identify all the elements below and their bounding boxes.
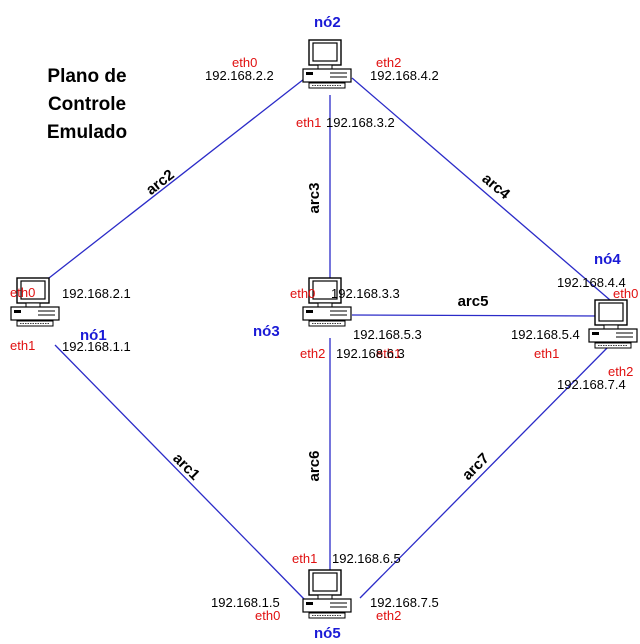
computer-icon-no2: [302, 39, 352, 89]
node-label-no3: nó3: [253, 323, 280, 340]
iface-no4-eth1: eth1: [534, 346, 559, 361]
iface-no3-eth0: eth0: [290, 286, 315, 301]
ip-no4-eth0: 192.168.4.4: [557, 275, 626, 290]
links: [39, 71, 611, 601]
ip-addresses: 192.168.2.1 192.168.1.1 192.168.2.2 192.…: [62, 68, 626, 610]
iface-no2-eth2: eth2: [376, 55, 401, 70]
arc-label-arc1: arc1: [169, 450, 203, 484]
ip-no3-eth2: 192.168.6.3: [336, 346, 405, 361]
ip-no5-eth0: 192.168.1.5: [211, 595, 280, 610]
arc-label-arc3: arc3: [306, 183, 323, 214]
iface-no3-eth1: eth1: [376, 346, 401, 361]
arc-label-arc4: arc4: [479, 170, 514, 203]
iface-no3-eth2: eth2: [300, 346, 325, 361]
ip-no1-eth0: 192.168.2.1: [62, 286, 131, 301]
ip-no5-eth2: 192.168.7.5: [370, 595, 439, 610]
iface-no4-eth2: eth2: [608, 364, 633, 379]
diagram-title: Plano de Controle Emulado: [47, 66, 127, 143]
iface-no2-eth0: eth0: [232, 55, 257, 70]
iface-no5-eth1: eth1: [292, 551, 317, 566]
computer-icon-no5: [302, 569, 352, 619]
title-line-3: Emulado: [47, 122, 127, 143]
node-label-no4: nó4: [594, 251, 621, 268]
link-arc1: [54, 344, 306, 601]
arc-label-arc7: arc7: [459, 450, 493, 484]
link-arc7: [359, 344, 611, 599]
node-label-no1: nó1: [80, 327, 107, 344]
link-arc4: [351, 77, 611, 301]
title-line-1: Plano de: [47, 66, 126, 87]
title-line-2: Controle: [48, 94, 126, 115]
arc-label-arc5: arc5: [458, 293, 489, 310]
link-arc2: [39, 71, 314, 286]
ip-no1-eth1: 192.168.1.1: [62, 339, 131, 354]
node-label-no5: nó5: [314, 625, 341, 642]
ip-no3-eth0: 192.168.3.3: [331, 286, 400, 301]
ip-no5-eth1: 192.168.6.5: [332, 551, 401, 566]
ip-no3-eth1: 192.168.5.3: [353, 327, 422, 342]
ip-no2-eth1: 192.168.3.2: [326, 115, 395, 130]
ip-no4-eth1: 192.168.5.4: [511, 327, 580, 342]
computer-icon-no4: [588, 299, 638, 349]
iface-no1-eth1: eth1: [10, 338, 35, 353]
ip-no2-eth0: 192.168.2.2: [205, 68, 274, 83]
iface-no5-eth0: eth0: [255, 608, 280, 623]
iface-no4-eth0: eth0: [613, 286, 638, 301]
interface-names: eth0 eth1 eth0 eth1 eth2 eth0 eth1 eth2 …: [10, 55, 638, 623]
iface-no1-eth0: eth0: [10, 285, 35, 300]
arc-label-arc2: arc2: [143, 166, 178, 198]
ip-no4-eth2: 192.168.7.4: [557, 377, 626, 392]
iface-no2-eth1: eth1: [296, 115, 321, 130]
ip-no2-eth2: 192.168.4.2: [370, 68, 439, 83]
node-label-no2: nó2: [314, 14, 341, 31]
node-labels: nó1 nó2 nó3 nó4 nó5: [80, 14, 621, 642]
link-arc5: [351, 314, 601, 317]
iface-no5-eth2: eth2: [376, 608, 401, 623]
arc-label-arc6: arc6: [306, 451, 323, 482]
